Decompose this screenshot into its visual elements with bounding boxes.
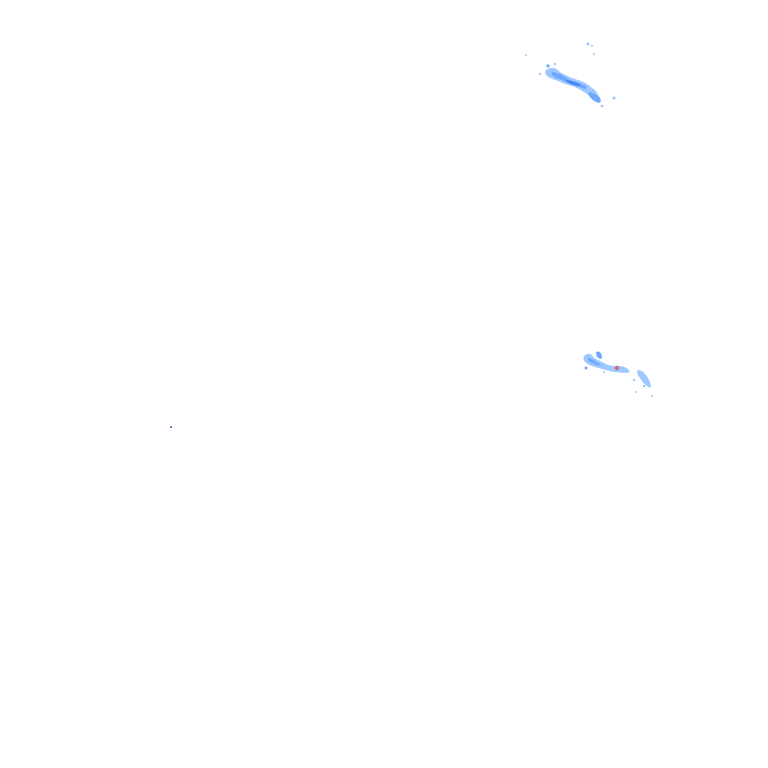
echo-speck <box>600 104 604 108</box>
echo-speck <box>635 391 637 393</box>
echo-speck <box>643 385 645 387</box>
echo-heavy-cell <box>614 365 620 371</box>
echo-speck <box>586 42 590 46</box>
echo-speck <box>603 371 605 373</box>
echo-speck <box>632 378 636 382</box>
echo-cell <box>637 370 651 388</box>
echo-speck <box>525 54 527 56</box>
echo-speck <box>591 45 593 47</box>
echo-speck <box>651 395 653 397</box>
echo-speck <box>553 62 557 66</box>
echo-speck <box>612 96 616 100</box>
echo-cell-core <box>587 358 601 366</box>
echo-cell <box>583 353 630 373</box>
location-marker-dot <box>170 426 172 428</box>
echo-speck <box>593 53 595 55</box>
echo-speck <box>538 72 542 76</box>
echo-cell-core <box>566 80 581 86</box>
echo-speck <box>584 366 588 370</box>
precipitation-cluster-central <box>583 351 653 397</box>
precipitation-cluster-north <box>525 42 616 108</box>
echo-speck <box>546 64 550 68</box>
echo-cell <box>588 92 601 103</box>
echo-cell <box>596 351 602 359</box>
